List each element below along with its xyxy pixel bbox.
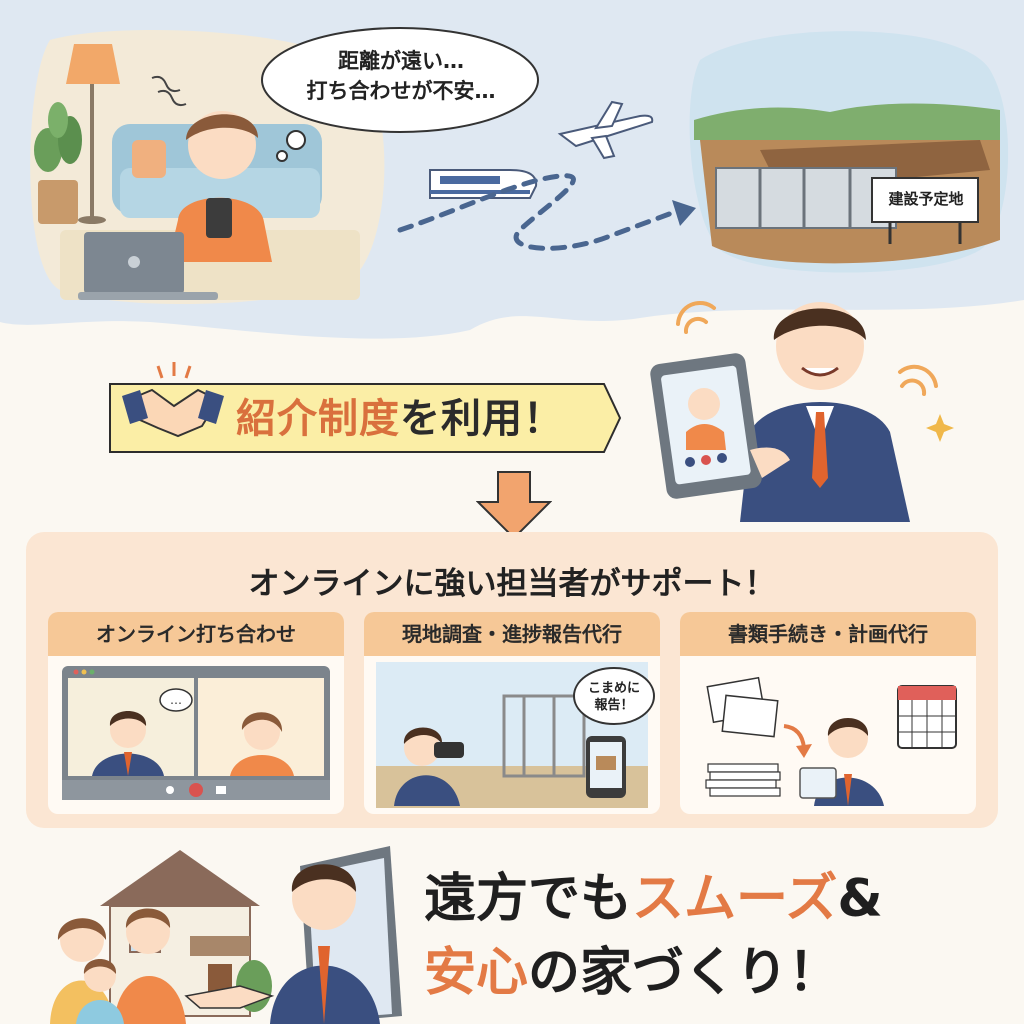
thought-line-1: 距離が遠い… — [338, 49, 464, 73]
report-speech: こまめに 報告！ — [578, 680, 650, 714]
train-icon — [429, 169, 538, 199]
site-sign: 建設予定地 — [888, 190, 964, 208]
tagline-orange-2: 安心 — [424, 943, 529, 1003]
paperwork-illustration — [705, 676, 957, 806]
down-arrow-icon — [476, 471, 552, 540]
support-title: オンラインに強い担当者がサポート！ — [248, 566, 776, 602]
wifi-icon — [676, 300, 938, 396]
tagline-dark-1: 遠方でも — [424, 869, 633, 929]
airplane-icon — [557, 100, 654, 160]
tagline-line-2: 安心の家づくり！ — [424, 936, 883, 1010]
referral-banner — [109, 383, 622, 453]
card-online-meeting: オンライン打ち合わせ … — [48, 612, 344, 814]
tagline: 遠方でもスムーズ& 安心の家づくり！ — [424, 862, 883, 1010]
card-title: 書類手続き・計画代行 — [680, 612, 976, 656]
banner-rest: を利用！ — [400, 396, 564, 442]
calendar-icon — [897, 685, 957, 749]
report-line-2: 報告！ — [594, 698, 634, 713]
handshake-icon — [122, 362, 224, 438]
travel-path — [397, 173, 683, 251]
card-title: オンライン打ち合わせ — [48, 612, 344, 656]
tagline-line-1: 遠方でもスムーズ& — [424, 862, 883, 936]
site-survey-illustration — [376, 662, 655, 808]
tagline-orange-1: スムーズ — [632, 869, 838, 929]
construction-site-illustration — [689, 31, 1009, 273]
agent-with-tablet — [650, 300, 954, 522]
card-paperwork: 書類手続き・計画代行 — [680, 612, 976, 814]
family-handshake-illustration — [50, 846, 402, 1024]
tagline-amp: & — [837, 869, 883, 929]
card-site-survey: 現地調査・進捗報告代行 こまめに 報告！ — [364, 612, 660, 814]
banner-text: 紹介制度を利用！ — [236, 386, 564, 444]
tagline-dark-2: の家づくり！ — [528, 943, 841, 1003]
thought-bubble — [261, 27, 539, 162]
card-title: 現地調査・進捗報告代行 — [364, 612, 660, 656]
thought-text: 距離が遠い… 打ち合わせが不安… — [276, 46, 526, 106]
top-scene — [0, 0, 1024, 339]
thought-line-2: 打ち合わせが不安… — [306, 79, 496, 103]
video-call-illustration: … — [62, 666, 330, 800]
svg-text:…: … — [170, 693, 182, 707]
report-line-1: こまめに — [587, 681, 640, 696]
banner-highlight: 紹介制度 — [236, 396, 400, 442]
documents-icon — [705, 676, 781, 797]
